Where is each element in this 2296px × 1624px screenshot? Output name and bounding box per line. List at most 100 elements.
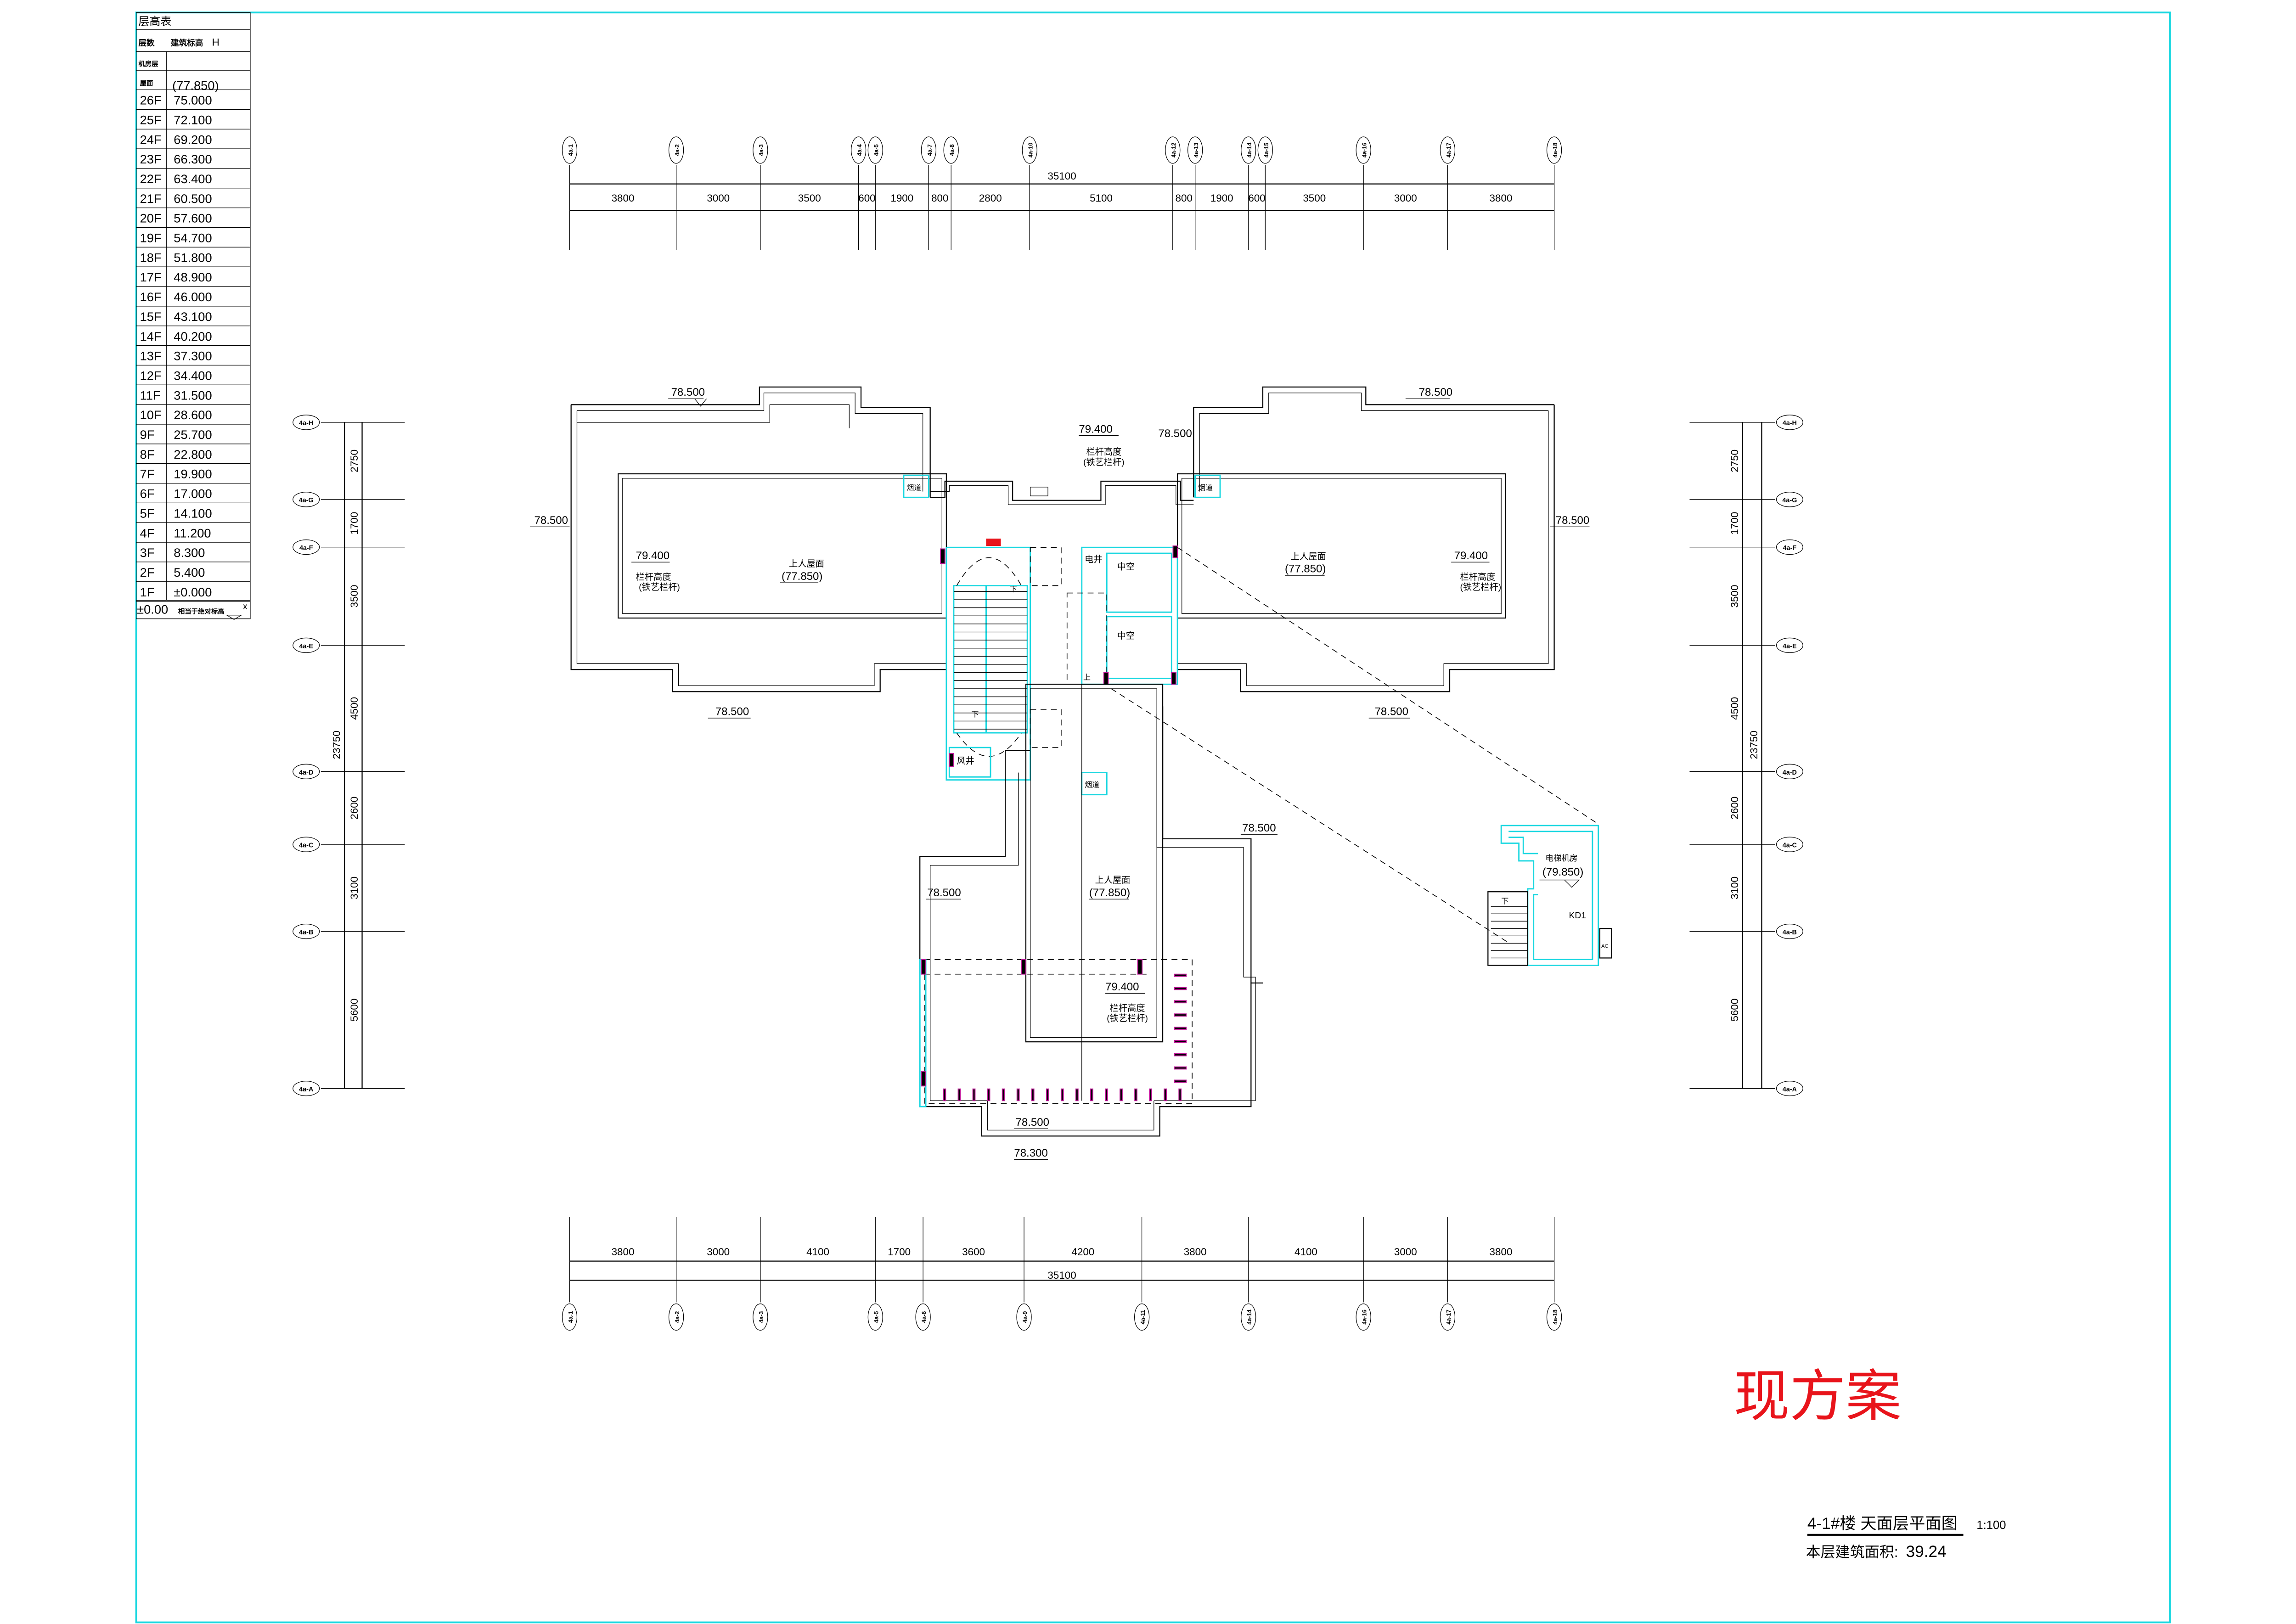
axis-bubble [915,1303,931,1331]
railing-post [1174,973,1187,977]
axis-bubble [562,1303,578,1331]
table-floor-cell: 22F [140,172,162,186]
level-label: 78.500 [1016,1116,1049,1129]
dimension-label: 1700 [888,1246,911,1258]
right-wing-parapet [1177,386,1555,692]
axis-bubble [1776,837,1803,852]
axis-label: 4a-A [299,1086,314,1093]
roof-level: (77.850) [1285,563,1326,575]
axis-bubble [1776,539,1803,555]
axis-label: 4a-C [1783,842,1797,849]
axis-bubble [1257,136,1273,164]
table-elev-cell: 14.100 [174,506,212,520]
railing-post [1134,1088,1137,1101]
stair-treads [953,591,1028,730]
title-block: 4-1#楼 天面层平面图 1:100 本层建筑面积: 39.24 [1806,1515,2006,1561]
void-label: 中空 [1117,562,1135,572]
dimension-label: 1900 [1210,192,1233,204]
railing-post [1174,1079,1187,1083]
axis-label: 4a-F [1783,545,1797,552]
axis-bubble [293,837,320,852]
axis-label: 4a-13 [1193,143,1199,158]
level-label: 78.500 [535,514,568,527]
railing-note: 栏杆高度 [1086,447,1121,457]
table-elev-cell: 63.400 [174,172,212,186]
dimension-label: 1700 [1729,512,1740,535]
dimension-label: 3800 [1490,1246,1513,1258]
dimension-label: 2750 [349,450,360,472]
axis-label: 4a-10 [1027,143,1034,158]
roof-label: 上人屋面 [1291,551,1326,562]
railing-post [943,1088,946,1101]
dimension-label: 3000 [707,1246,730,1258]
axis-label: 4a-11 [1139,1309,1146,1324]
dimension-label: 3100 [1729,877,1740,899]
ac-label: AC [1601,944,1609,949]
table-floor-cell: 4F [140,526,155,540]
railing-post [1174,1013,1187,1017]
axis-bubble [753,136,768,164]
axis-label: 4a-3 [758,144,765,156]
col-floor-header: 层数 [138,38,155,47]
axis-bubble [1016,1303,1032,1331]
table-floor-cell: 2F [140,565,155,579]
dimension-label: 3800 [612,192,635,204]
railing-post [1174,1053,1187,1056]
roof-plan: 烟道 烟道 烟道 风井 下 下 中空 中空 电井 上 [529,386,1612,1160]
elevator-machine-room: 电梯机房 (79.850) KD1 下 AC [1487,825,1612,966]
left-wing-parapet [570,386,946,692]
table-elev-cell: 5.400 [174,565,205,579]
axis-label: 4a-G [299,497,314,504]
axis-bubble [1165,136,1181,164]
axis-bubble [1776,764,1803,780]
dimension-label: 5100 [1090,192,1113,204]
axis-label: 4a-4 [856,144,863,156]
railing-note: 栏杆高度 [636,572,671,582]
level-annotations: 78.500 78.500 78.500 78.500 78.500 78.50… [529,386,1590,1160]
axis-label: 4a-B [1783,929,1797,936]
table-floor-cell: 15F [140,309,162,324]
table-floor-cell: 5F [140,506,155,520]
axis-bubble [850,136,867,164]
col-h-header: H [212,36,219,48]
table-floor-cell: 9F [140,427,155,442]
railing-post [1149,1088,1152,1101]
railing-post [1002,1088,1005,1101]
table-elev-cell: 25.700 [174,427,212,442]
dimension-label: 600 [1248,192,1265,204]
axis-bubble [867,1303,883,1331]
sheet-frame [135,11,2171,1624]
axis-bubble [293,637,320,653]
roof-hatch-icon [986,539,1001,546]
axis-bubble [1356,136,1371,164]
axis-label: 4a-16 [1361,1309,1368,1325]
railing-post [957,1088,961,1101]
axis-bubble [293,539,320,555]
axis-bubble [867,136,883,164]
table-elev-cell: 60.500 [174,191,212,206]
dimension-label: 2600 [349,797,360,820]
up-label: 上 [1083,674,1091,682]
axis-bubble [668,1303,684,1331]
railing-post [1090,1088,1093,1101]
axis-bubble [943,136,959,164]
level-label: 78.500 [1158,427,1192,440]
dimension-label: 1700 [349,512,360,535]
axis-label: 4a-1 [567,144,574,156]
dimension-label: 3100 [349,877,360,899]
axis-label: 4a-F [299,545,313,552]
col-elev-header: 建筑标高 [171,38,203,47]
dimension-label: 4100 [1294,1246,1317,1258]
axis-label: 4a-8 [949,144,956,156]
axis-bubble [1134,1303,1150,1331]
roof-level: (77.850) [1089,887,1130,899]
railing-level: 79.400 [1454,550,1488,562]
drawing-scale: 1:100 [1976,1519,2006,1532]
dimension-label: 4200 [1071,1246,1094,1258]
dimension-label: 3000 [1394,192,1417,204]
railing-post [1174,1027,1187,1030]
railing-post [1031,1088,1035,1101]
railing-post [1046,1088,1049,1101]
level-label: 78.500 [927,887,961,899]
table-floor-cell: 8F [140,447,155,461]
